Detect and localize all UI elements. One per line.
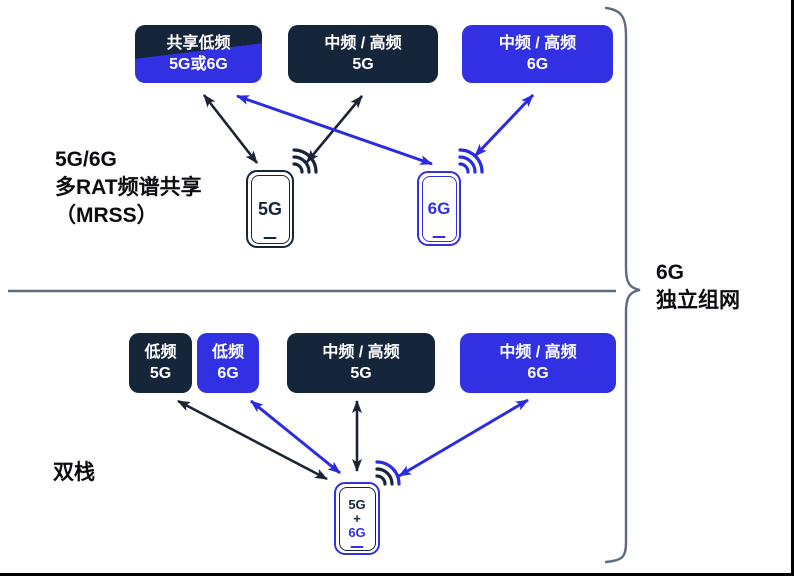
standalone-6g-line2: 独立组网 <box>656 289 740 312</box>
phone-6g-homebar <box>432 235 446 238</box>
mrss-section-label: 5G/6G 多RAT频谱共享 （MRSS） <box>55 146 202 230</box>
mrss-label-line1: 5G/6G <box>55 148 117 171</box>
phone-5g-label: 5G <box>250 174 290 244</box>
arrow-5gphone-sharedlow <box>202 94 259 164</box>
phone-5g: 5G <box>246 170 294 248</box>
phone-dual-screen: 5G + 6G <box>338 486 376 551</box>
box-midhigh-6g-bottom-line1: 中频 / 高频 <box>499 344 577 361</box>
standalone-6g-line1: 6G <box>656 261 685 284</box>
box-midhigh-6g-bottom-line2: 6G <box>527 365 549 382</box>
phone-dual-line2: + <box>353 510 361 526</box>
dual-stack-section-label: 双栈 <box>53 461 95 484</box>
box-midhigh-6g-top-line2: 6G <box>526 56 549 73</box>
arrow-6gphone-sharedlow <box>236 94 433 166</box>
phone-dual-line3: 6G <box>348 524 366 540</box>
arrow-dualphone-midhigh6g <box>398 398 529 478</box>
signal-waves-icon <box>458 148 484 174</box>
arrow-dualphone-low5g <box>177 399 328 481</box>
arrow-6gphone-midhigh6g <box>473 93 535 158</box>
phone-dual-homebar <box>350 545 364 548</box>
box-shared-low-line2: 5G或6G <box>169 56 228 73</box>
phone-5g-plus-6g: 5G + 6G <box>334 482 380 555</box>
box-midhigh-6g-top: 中频 / 高频 6G <box>462 25 613 83</box>
box-low-5g-line1: 低频 <box>144 344 177 361</box>
phone-6g-label: 6G <box>421 175 457 242</box>
grouping-brace <box>604 6 641 564</box>
arrow-dualphone-low6g <box>250 399 341 475</box>
box-low-6g: 低频 6G <box>197 333 259 393</box>
box-low-6g-line1: 低频 <box>211 344 244 361</box>
box-low-5g-line2: 5G <box>149 365 172 382</box>
box-midhigh-5g-bottom-line1: 中频 / 高频 <box>322 344 400 361</box>
phone-5g-homebar <box>263 236 277 239</box>
standalone-6g-label: 6G 独立组网 <box>656 259 740 315</box>
box-shared-low-band: 共享低频 5G或6G <box>135 25 262 83</box>
mrss-label-line2: 多RAT频谱共享 <box>55 176 202 199</box>
signal-waves-icon <box>292 148 318 174</box>
box-shared-low-line1: 共享低频 <box>166 35 231 52</box>
box-midhigh-6g-top-line1: 中频 / 高频 <box>498 35 577 52</box>
box-midhigh-5g-top-line1: 中频 / 高频 <box>324 35 402 52</box>
signal-waves-icon <box>375 460 401 486</box>
mrss-label-line3: （MRSS） <box>55 204 158 227</box>
phone-dual-line1: 5G <box>348 496 366 512</box>
box-low-6g-line2: 6G <box>217 365 239 382</box>
box-low-5g: 低频 5G <box>129 333 192 393</box>
box-midhigh-5g-top-line2: 5G <box>352 56 374 73</box>
box-midhigh-5g-bottom-line2: 5G <box>350 365 372 382</box>
box-midhigh-5g-top: 中频 / 高频 5G <box>288 25 438 83</box>
phone-6g: 6G <box>417 171 461 246</box>
box-midhigh-6g-bottom: 中频 / 高频 6G <box>460 333 616 393</box>
box-midhigh-5g-bottom: 中频 / 高频 5G <box>287 333 435 393</box>
